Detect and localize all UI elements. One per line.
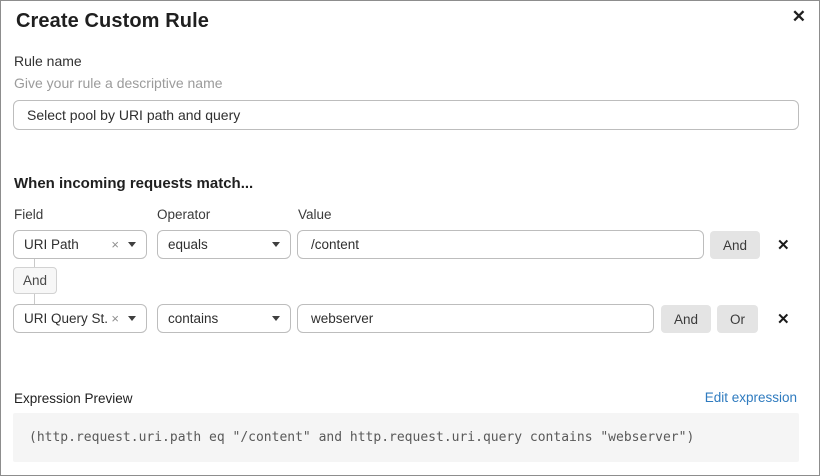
expression-preview-code: (http.request.uri.path eq "/content" and… [13,413,799,462]
connector-line-bottom [34,294,35,304]
value-column-label: Value [298,207,332,222]
close-icon[interactable]: ✕ [791,7,806,26]
operator-select-row2[interactable]: contains [157,304,291,333]
rule-name-helper: Give your rule a descriptive name [14,75,223,91]
field-select-row2-value: URI Query St... [24,311,108,326]
add-and-condition-button-row1[interactable]: And [710,231,761,259]
connector-and-chip[interactable]: And [13,267,57,294]
operator-select-row1[interactable]: equals [157,230,291,259]
field-select-row1-value: URI Path [24,237,79,252]
match-heading: When incoming requests match... [14,175,254,192]
chevron-down-icon [272,242,280,247]
operator-column-label: Operator [157,207,211,222]
add-and-condition-button-row2[interactable]: And [661,305,712,333]
edit-expression-link[interactable]: Edit expression [704,390,797,405]
remove-condition-icon-row1[interactable]: ✕ [777,237,790,254]
field-column-label: Field [14,207,44,222]
field-select-row2[interactable]: URI Query St... × [13,304,147,333]
clear-field-icon[interactable]: × [111,237,119,252]
connector-line-top [34,259,35,267]
value-input-row2[interactable] [297,304,654,333]
remove-condition-icon-row2[interactable]: ✕ [777,311,790,328]
value-input-row1[interactable] [297,230,704,259]
dialog-title: Create Custom Rule [16,10,209,32]
field-select-row1[interactable]: URI Path × [13,230,147,259]
rule-name-label: Rule name [14,53,82,69]
expression-preview-label: Expression Preview [14,391,133,406]
operator-select-row2-value: contains [168,311,219,326]
rule-name-input[interactable] [13,100,799,130]
clear-field-icon[interactable]: × [111,311,119,326]
operator-select-row1-value: equals [168,237,208,252]
chevron-down-icon [128,242,136,247]
chevron-down-icon [272,316,280,321]
add-or-condition-button-row2[interactable]: Or [717,305,758,333]
chevron-down-icon [128,316,136,321]
